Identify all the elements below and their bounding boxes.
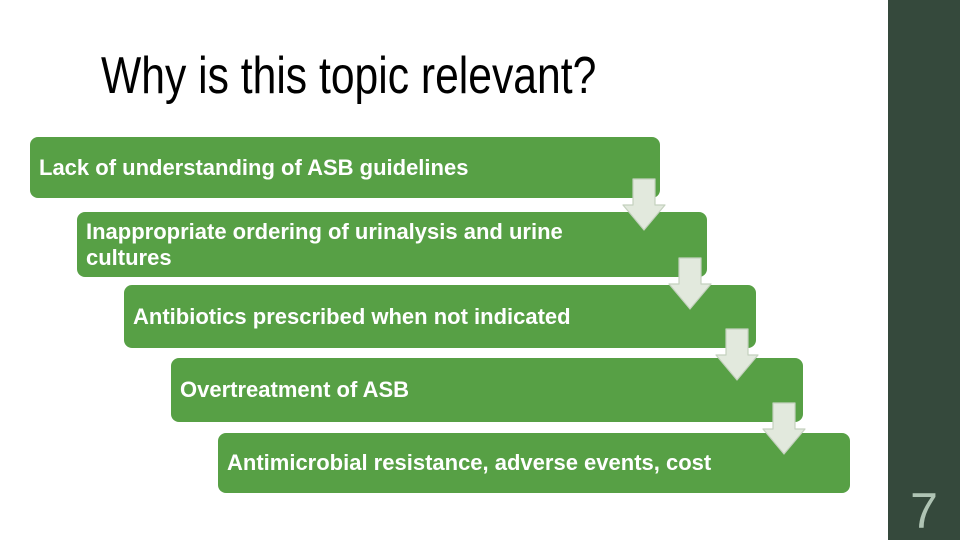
down-arrow-icon (668, 257, 712, 310)
process-step-4: Overtreatment of ASB (171, 358, 803, 422)
process-step-3: Antibiotics prescribed when not indicate… (124, 285, 756, 348)
page-number: 7 (910, 483, 938, 539)
process-step-1: Lack of understanding of ASB guidelines (30, 137, 660, 198)
slide-title: Why is this topic relevant? (101, 47, 597, 105)
process-step-5-label: Antimicrobial resistance, adverse events… (227, 450, 712, 475)
down-arrow-icon (715, 328, 759, 381)
process-step-1-label: Lack of understanding of ASB guidelines (39, 154, 469, 180)
down-arrow-icon (762, 402, 806, 455)
down-arrow-icon (622, 178, 666, 231)
process-step-5: Antimicrobial resistance, adverse events… (218, 433, 850, 493)
right-accent-bar: 7 (888, 0, 960, 540)
process-step-2: Inappropriate ordering of urinalysis and… (77, 212, 707, 277)
process-step-3-label: Antibiotics prescribed when not indicate… (133, 303, 571, 329)
process-step-4-label: Overtreatment of ASB (180, 377, 410, 402)
process-step-2-label: Inappropriate ordering of urinalysis and… (86, 218, 563, 270)
